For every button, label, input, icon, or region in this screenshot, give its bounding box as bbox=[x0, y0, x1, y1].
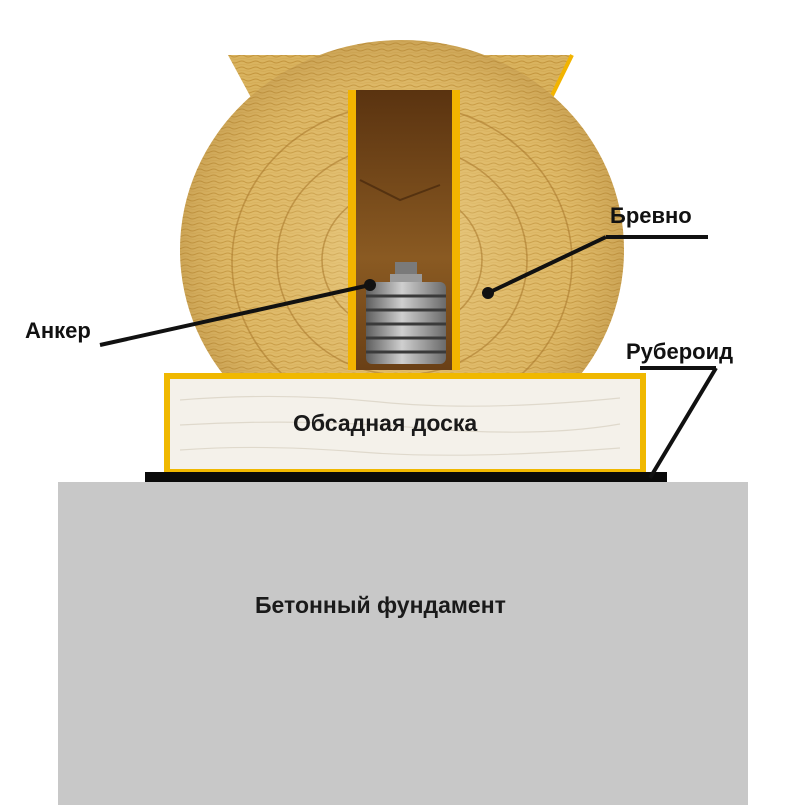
foundation-label: Бетонный фундамент bbox=[255, 592, 506, 619]
roofing-felt bbox=[145, 472, 667, 482]
roofing-felt-label: Рубероид bbox=[626, 339, 733, 365]
anchor-label: Анкер bbox=[25, 318, 91, 344]
log-label: Бревно bbox=[610, 203, 692, 229]
concrete-foundation bbox=[58, 482, 748, 805]
casing-board-label: Обсадная доска bbox=[293, 410, 477, 437]
roofing-felt-leader bbox=[640, 368, 716, 478]
